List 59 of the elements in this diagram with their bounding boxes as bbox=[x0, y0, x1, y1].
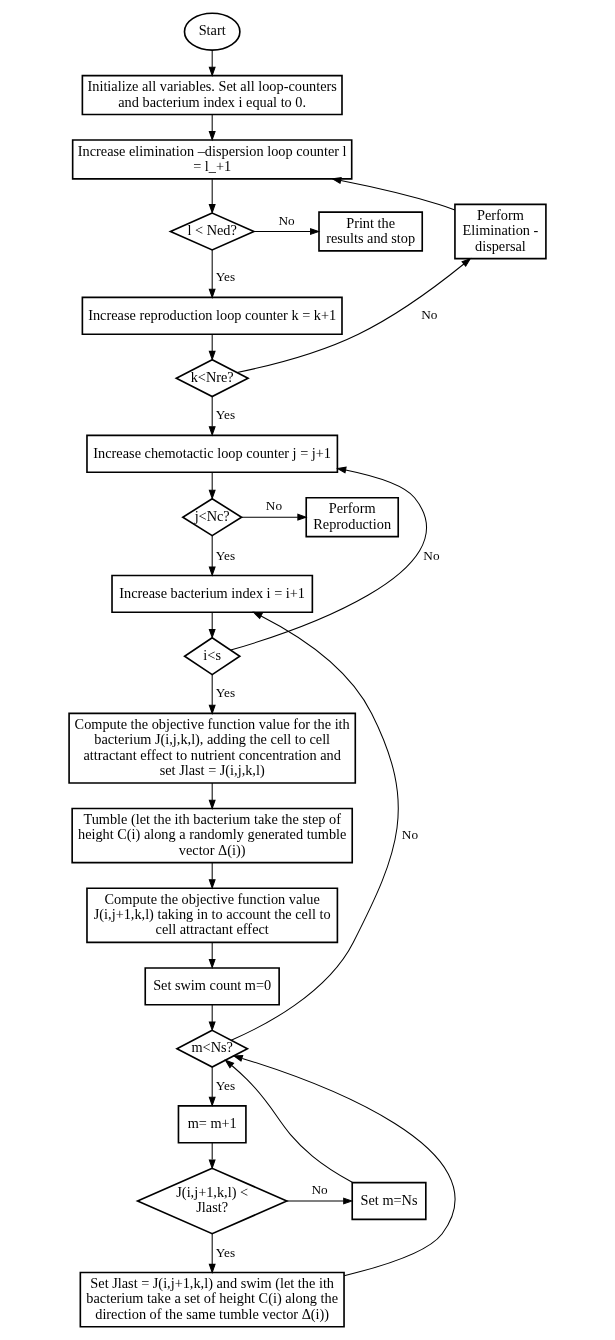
node-box: Perform Reproduction bbox=[305, 496, 400, 538]
arrow bbox=[208, 333, 216, 362]
edge-label: Yes bbox=[215, 407, 236, 423]
arrow bbox=[208, 1142, 216, 1170]
edge-label: Yes bbox=[215, 1244, 236, 1260]
node-box: Initialize all variables. Set all loop-counters and bacterium index i equal to 0. bbox=[81, 74, 343, 116]
arrow bbox=[230, 466, 427, 651]
node-ellipse: Start bbox=[183, 12, 241, 51]
node-box: Set m=Ns bbox=[351, 1181, 427, 1221]
node-box: Print the results and stop bbox=[318, 211, 424, 252]
edge-label: No bbox=[423, 547, 440, 563]
arrow bbox=[208, 1004, 216, 1032]
edge-label: Yes bbox=[215, 547, 236, 563]
arrow bbox=[208, 535, 216, 577]
arrow bbox=[208, 396, 216, 437]
arrow bbox=[253, 227, 321, 236]
arrow bbox=[208, 249, 216, 299]
arrow bbox=[232, 1055, 456, 1277]
arrow bbox=[208, 49, 216, 78]
arrow bbox=[230, 611, 399, 1041]
arrow bbox=[208, 1233, 216, 1275]
node-box: Perform Elimination - dispersal bbox=[454, 203, 547, 260]
arrow bbox=[224, 1059, 354, 1183]
node-box: m= m+1 bbox=[177, 1105, 247, 1144]
arrow bbox=[208, 471, 216, 501]
node-box: Increase elimination –dispersion loop counter l = l_+1 bbox=[71, 139, 353, 180]
node-box: Increase bacterium index i = i+1 bbox=[111, 574, 314, 614]
node-box: Set swim count m=0 bbox=[144, 967, 280, 1006]
node-box: Compute the objective function value J(i,j+1,k,l) taking in to account the cell to cell attractant effect bbox=[86, 887, 339, 944]
edge-label: No bbox=[421, 307, 438, 323]
node-box: Set Jlast = J(i,j+1,k,l) and swim (let the ith bacterium take a set of height C(i) along the direction of the same tumble vector Δ(i)) bbox=[79, 1271, 345, 1328]
edge-label: Yes bbox=[215, 269, 236, 285]
arrow bbox=[208, 114, 216, 142]
arrow bbox=[208, 782, 216, 810]
arrow bbox=[331, 177, 456, 211]
arrow bbox=[208, 674, 216, 715]
arrow bbox=[208, 611, 216, 640]
node-box: Tumble (let the ith bacterium take the step of height C(i) along a randomly generated tumble vector Δ(i)) bbox=[71, 807, 354, 864]
arrow bbox=[208, 941, 216, 970]
node-diamond: i<s bbox=[183, 636, 242, 676]
arrow bbox=[286, 1197, 354, 1205]
edge-label: Yes bbox=[215, 685, 236, 701]
arrow bbox=[236, 257, 472, 373]
node-box: Increase chemotactic loop counter j = j+1 bbox=[86, 434, 339, 474]
node-diamond: l < Ned? bbox=[168, 212, 256, 251]
node-diamond: k<Nre? bbox=[174, 358, 250, 398]
edge-label: No bbox=[265, 498, 283, 514]
edge-label: No bbox=[401, 827, 419, 843]
arrow bbox=[208, 178, 216, 215]
node-box: Increase reproduction loop counter k = k+1 bbox=[81, 296, 343, 336]
edge-label: Yes bbox=[215, 1077, 236, 1093]
node-box: Compute the objective function value for the ith bacterium J(i,j,k,l), adding the cell to cell attractant effect to nutrient concentration and set Jlast = J(i,j,k,l) bbox=[68, 712, 357, 784]
edge-label: No bbox=[311, 1182, 328, 1198]
arrow bbox=[241, 513, 308, 521]
edge-label: No bbox=[278, 212, 295, 228]
node-diamond: J(i,j+1,k,l) < Jlast? bbox=[135, 1167, 289, 1235]
node-diamond: j<Nc? bbox=[181, 497, 244, 537]
arrow bbox=[208, 862, 216, 890]
arrow bbox=[208, 1066, 216, 1108]
